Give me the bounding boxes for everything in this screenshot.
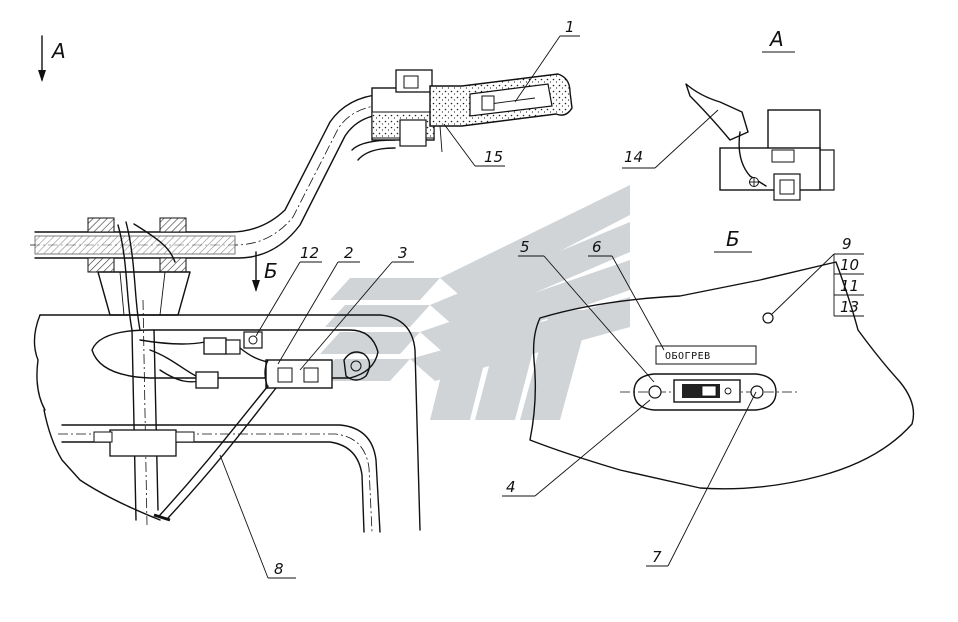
view-a-title: А	[768, 27, 784, 51]
frame-section	[33, 299, 421, 533]
callout-7-label: 7	[652, 548, 662, 566]
view-arrow-a: А	[38, 35, 66, 82]
callout-9-13-stack: 9 10 11 13	[771, 235, 864, 317]
view-a-detail: А	[685, 27, 835, 201]
callout-8-label: 8	[274, 560, 284, 578]
view-b-detail: Б ОБОГРЕВ	[529, 227, 915, 490]
heating-plate-label: ОБОГРЕВ	[665, 351, 711, 362]
callout-2-label: 2	[344, 244, 354, 262]
callout-3-label: 3	[398, 244, 408, 262]
watermark-logo-icon	[315, 185, 630, 420]
callout-15-label: 15	[484, 148, 503, 166]
callout-12: 12	[255, 244, 322, 337]
callout-12-label: 12	[300, 244, 319, 262]
callout-5-label: 5	[520, 238, 530, 256]
callout-15: 15	[443, 123, 505, 167]
callout-11-label: 11	[840, 277, 859, 295]
callout-6: 6	[588, 238, 665, 351]
callout-10-label: 10	[840, 256, 859, 274]
view-arrow-b-label: Б	[264, 259, 278, 283]
callout-14-label: 14	[624, 148, 643, 166]
callout-4: 4	[502, 399, 651, 497]
callout-3: 3	[299, 244, 414, 371]
callout-1: 1	[514, 18, 580, 103]
callout-7: 7	[646, 391, 757, 567]
callout-2: 2	[277, 244, 360, 365]
callout-4-label: 4	[506, 478, 516, 496]
callout-1-label: 1	[565, 18, 575, 36]
callout-8: 8	[219, 454, 296, 579]
view-arrow-b: Б	[252, 251, 278, 292]
view-arrow-a-label: А	[50, 39, 66, 63]
callout-13-label: 13	[840, 298, 859, 316]
callout-5: 5	[518, 238, 655, 383]
callout-9-label: 9	[842, 235, 852, 253]
callout-14: 14	[622, 109, 719, 169]
view-b-title: Б	[726, 227, 740, 251]
callout-6-label: 6	[592, 238, 602, 256]
handlebar-assembly	[30, 69, 573, 331]
